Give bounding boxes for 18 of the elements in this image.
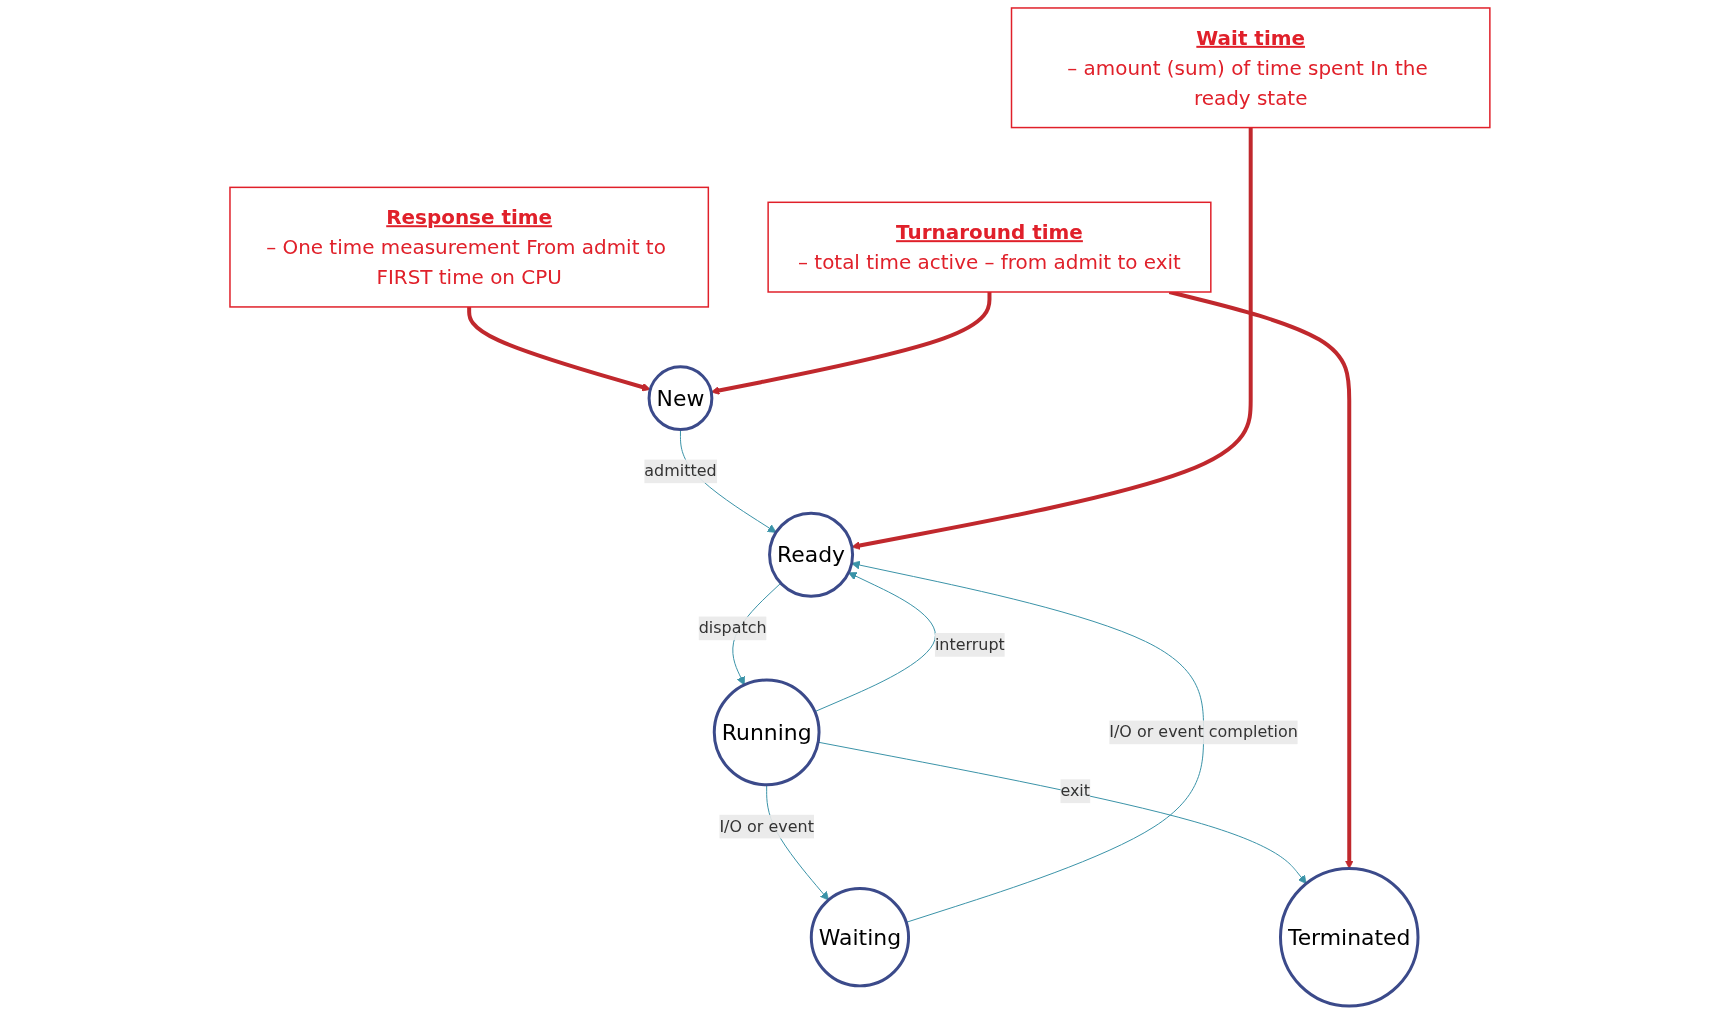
node-box: Turnaround time – total time active – from admit to exit bbox=[767, 201, 1212, 293]
node-circle: Waiting bbox=[809, 887, 911, 988]
node-box: Response time – One time measurement From admit to FIRST time on CPU bbox=[229, 186, 710, 308]
arrow bbox=[710, 292, 992, 395]
arrow bbox=[467, 306, 651, 392]
arrow bbox=[851, 560, 1205, 923]
edge-label: interrupt bbox=[935, 634, 1005, 654]
edge-label: I/O or event bbox=[719, 816, 814, 836]
edge-label: I/O or event completion bbox=[1109, 722, 1298, 742]
edge-label: dispatch bbox=[698, 618, 767, 638]
arrow bbox=[851, 127, 1253, 550]
node-circle: Ready bbox=[768, 511, 855, 598]
edge-label: exit bbox=[1060, 781, 1091, 801]
node-circle: Running bbox=[712, 678, 821, 787]
node-circle: New bbox=[647, 365, 714, 431]
node-box: Wait time – amount (sum) of time spent In the ready state bbox=[1010, 7, 1491, 129]
edge-label: admitted bbox=[644, 461, 717, 481]
node-circle: Terminated bbox=[1279, 867, 1420, 1008]
